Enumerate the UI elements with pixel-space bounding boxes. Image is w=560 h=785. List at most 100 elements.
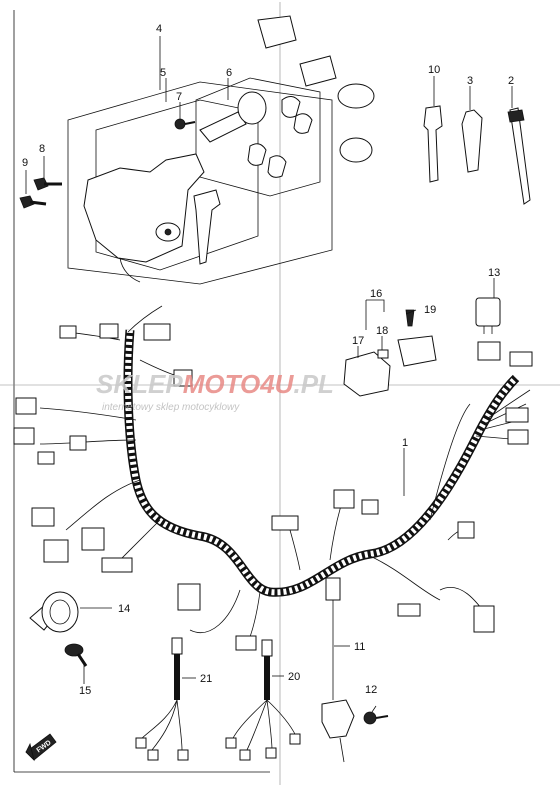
harness-main-trunk-wrap <box>125 329 519 596</box>
group-box-5 <box>95 99 259 271</box>
bolts-8-9 <box>19 177 62 209</box>
seat-lock-cylinder <box>337 83 375 109</box>
callout-12: 12 <box>365 684 377 696</box>
connector-i <box>31 507 55 527</box>
bolt-9-shank <box>29 200 47 206</box>
fuel-lock-cylinder <box>339 137 373 163</box>
group-box-4 <box>67 81 333 285</box>
keys-and-tools <box>423 105 531 205</box>
callout-14: 14 <box>118 603 130 615</box>
callout-6: 6 <box>226 67 232 79</box>
harness-right-fan <box>475 389 531 441</box>
lead-21-term-c <box>177 749 189 761</box>
connector-b <box>99 323 119 339</box>
callout-9: 9 <box>22 157 28 169</box>
connector-v <box>509 351 533 367</box>
connector-j <box>43 539 69 563</box>
connector-h <box>69 435 87 451</box>
seat-lock-body <box>257 15 297 49</box>
connector-c <box>143 323 171 341</box>
tool-rod-head <box>507 109 525 123</box>
callout-13: 13 <box>488 267 500 279</box>
screw-19 <box>405 309 415 327</box>
watermark-part1: SKLEP <box>96 369 183 399</box>
callout-7: 7 <box>176 91 182 103</box>
bolt-15-head <box>64 643 84 657</box>
lock-cap-a <box>281 96 301 118</box>
lead-20-term-b <box>239 749 251 761</box>
switch-17 <box>343 351 391 397</box>
ignition-key <box>193 189 221 265</box>
bolt-8-head <box>33 177 49 191</box>
key-tag <box>461 109 483 173</box>
ignition-switch-body <box>83 153 205 263</box>
relay-13 <box>475 297 501 334</box>
harness-branch-top-2 <box>127 305 163 333</box>
connector-p <box>333 489 355 509</box>
harness-branch-right-2 <box>429 403 471 521</box>
connector-t <box>397 603 421 617</box>
lock-cap-d <box>267 155 287 178</box>
callout-18: 18 <box>376 325 388 337</box>
connector-r <box>457 521 475 539</box>
lead-wire-11 <box>321 577 355 763</box>
connector-e <box>15 397 37 415</box>
callout-10: 10 <box>428 64 440 76</box>
lead-20-term-a <box>225 737 237 749</box>
wiring-harness <box>39 305 531 651</box>
watermark-brand: SKLEPMOTO4U.PL <box>96 369 334 399</box>
ignition-wire <box>119 257 141 283</box>
harness-connectors <box>13 323 533 651</box>
bolt-15 <box>64 643 88 667</box>
callout-labels: 4 5 6 7 8 9 10 3 2 13 16 17 18 19 1 14 1… <box>22 23 514 697</box>
connector-d <box>173 369 193 387</box>
watermark-part3: 4U <box>259 369 294 399</box>
harness-branch-left-1 <box>39 407 137 421</box>
callout-leaders <box>25 36 513 713</box>
lead-21-term-a <box>135 737 147 749</box>
lock-cap-c <box>247 143 267 166</box>
connector-k <box>81 527 105 551</box>
ignition-keyhole <box>164 228 172 236</box>
lead-20-term-c <box>265 747 277 759</box>
lock-cylinder-a <box>237 91 267 125</box>
callout-11: 11 <box>354 641 365 653</box>
callout-15: 15 <box>79 685 91 697</box>
connector-u <box>477 341 501 361</box>
lock-cap-b <box>293 113 313 134</box>
lead-20-term-d <box>289 733 301 745</box>
screw-7 <box>174 118 196 130</box>
screw-7-head <box>174 118 186 130</box>
connector-n <box>235 635 257 651</box>
callout-8: 8 <box>39 143 45 155</box>
connector-q <box>361 499 379 515</box>
watermark-tagline: internetowy sklep motocyklowy <box>102 402 240 413</box>
harness-branch-mid-1 <box>189 589 241 633</box>
callout-21: 21 <box>200 673 212 685</box>
connector-a <box>59 325 77 339</box>
harness-branch-left-2 <box>39 439 137 445</box>
callout-5: 5 <box>160 67 166 79</box>
seat-lock-latch <box>299 55 337 87</box>
callout-16: 16 <box>370 288 382 300</box>
connector-g <box>37 451 55 465</box>
callout-1: 1 <box>402 437 408 449</box>
callout-19: 19 <box>424 304 436 316</box>
callout-20: 20 <box>288 671 300 683</box>
harness-branch-right-1 <box>369 555 441 601</box>
side-stand-switch <box>321 699 355 739</box>
lead-wire-21 <box>135 637 189 761</box>
horn-14 <box>29 591 79 633</box>
screw-12 <box>363 711 389 725</box>
blank-key <box>423 105 443 183</box>
callout-3: 3 <box>467 75 473 87</box>
connector-o <box>271 515 299 531</box>
switch-set-16 <box>343 309 437 397</box>
connector-w <box>505 407 529 423</box>
watermark: SKLEPMOTO4U.PL internetowy sklep motocyk… <box>96 369 334 413</box>
lead-wire-20 <box>225 639 301 761</box>
switch-bracket <box>397 335 437 367</box>
connector-m <box>177 583 201 611</box>
tool-rod <box>509 107 531 205</box>
